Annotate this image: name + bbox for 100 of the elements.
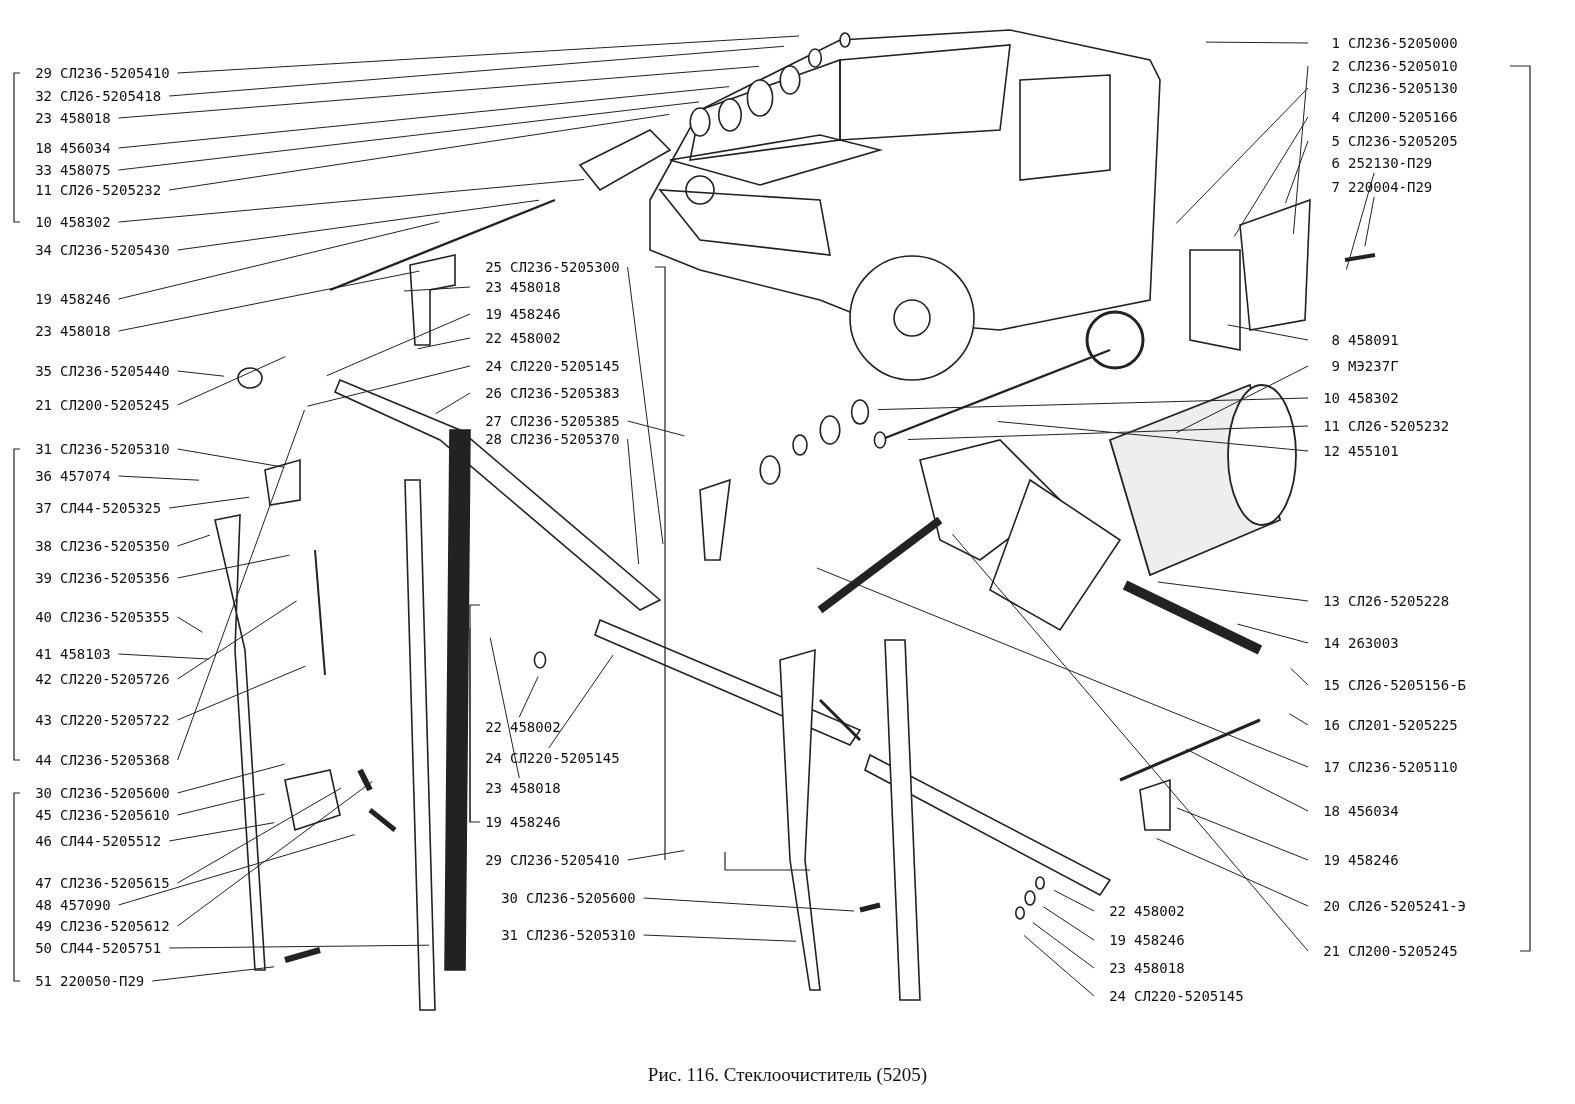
leader-line [417, 337, 471, 350]
callout-number: 31 [500, 926, 518, 944]
part-number: СЛ236-5205600 [526, 889, 636, 907]
part-number: 252130-П29 [1348, 154, 1433, 172]
part-number: 263003 [1348, 634, 1399, 652]
callout-number: 51 [34, 972, 52, 990]
part-number: 458246 [60, 290, 111, 308]
part-number: 458002 [1134, 902, 1185, 920]
part-number: СЛ236-5205430 [60, 241, 170, 259]
callout-number: 18 [1322, 802, 1340, 820]
callout-number: 31 [34, 440, 52, 458]
leader-line [177, 665, 306, 721]
callout-number: 22 [484, 718, 502, 736]
callout-number: 41 [34, 645, 52, 663]
callout-number: 37 [34, 499, 52, 517]
leader-line [1185, 748, 1309, 812]
callout-number: 29 [484, 851, 502, 869]
part-number: СЛ236-5205615 [60, 874, 170, 892]
leader-line [1285, 140, 1309, 204]
part-number: СЛ236-5205355 [60, 608, 170, 626]
callout-number: 18 [34, 139, 52, 157]
callout-number: 32 [34, 87, 52, 105]
part-number: СЛ236-5205110 [1348, 758, 1458, 776]
callout-number: 24 [484, 357, 502, 375]
part-number: 220050-П29 [60, 972, 145, 990]
callout-number: 46 [34, 832, 52, 850]
leader-line [177, 409, 305, 761]
callout-number: 45 [34, 806, 52, 824]
leader-line [907, 425, 1309, 440]
leader-line [177, 793, 265, 816]
callout-number: 26 [484, 384, 502, 402]
part-number: СЛ220-5205145 [510, 357, 620, 375]
callout-number: 19 [484, 813, 502, 831]
callout-number: 24 [1108, 987, 1126, 1005]
callout-number: 21 [1322, 942, 1340, 960]
part-number: СЛ236-5205440 [60, 362, 170, 380]
part-number: 457074 [60, 467, 111, 485]
part-number: 458075 [60, 161, 111, 179]
callout-number: 30 [34, 784, 52, 802]
leader-line [177, 199, 540, 251]
part-number: СЛ236-5205356 [60, 569, 170, 587]
leader-line [177, 763, 286, 794]
callout-number: 13 [1322, 592, 1340, 610]
part-number: 458002 [510, 329, 561, 347]
leader-line [1364, 196, 1375, 247]
callout-number: 40 [34, 608, 52, 626]
callout-number: 33 [34, 161, 52, 179]
callout-number: 24 [484, 749, 502, 767]
part-number: СЛ26-5205232 [60, 181, 162, 199]
part-number: СЛ200-5205245 [1348, 942, 1458, 960]
leader-line [997, 421, 1309, 452]
part-number: СЛ236-5205350 [60, 537, 170, 555]
part-number: СЛ236-5205610 [60, 806, 170, 824]
leader-line [548, 654, 614, 749]
leader-line [816, 567, 1309, 768]
leader-line [435, 392, 471, 415]
part-number: МЭ237Г [1348, 357, 1399, 375]
part-number: 458246 [1348, 851, 1399, 869]
part-number: СЛ236-5205612 [60, 917, 170, 935]
callout-number: 50 [34, 939, 52, 957]
part-number: СЛ44-5205512 [60, 832, 162, 850]
callout-number: 36 [34, 467, 52, 485]
callout-number: 23 [34, 109, 52, 127]
leader-line [627, 438, 640, 565]
callout-number: 19 [1322, 851, 1340, 869]
part-number: СЛ200-5205166 [1348, 108, 1458, 126]
part-number: СЛ44-5205751 [60, 939, 162, 957]
part-number: СЛ236-5205300 [510, 258, 620, 276]
part-number: СЛ236-5205310 [526, 926, 636, 944]
leader-line [168, 45, 785, 97]
part-number: СЛ236-5205205 [1348, 132, 1458, 150]
callout-number: 28 [484, 430, 502, 448]
figure-caption: Рис. 116. Стеклоочиститель (5205) [647, 1064, 928, 1085]
part-number: СЛ236-5205410 [510, 851, 620, 869]
callout-number: 29 [34, 64, 52, 82]
callout-number: 2 [1330, 57, 1340, 75]
leader-line [643, 934, 797, 942]
part-number: СЛ220-5205145 [1134, 987, 1244, 1005]
part-number: СЛ26-5205241-Э [1348, 897, 1466, 915]
part-number: СЛ236-5205370 [510, 430, 620, 448]
leader-line [627, 420, 685, 437]
callout-number: 42 [34, 670, 52, 688]
part-number: 458246 [510, 305, 561, 323]
part-number: СЛ200-5205245 [60, 396, 170, 414]
part-number: СЛ220-5205726 [60, 670, 170, 688]
leader-line [177, 781, 373, 927]
callout-number: 19 [484, 305, 502, 323]
callout-number: 49 [34, 917, 52, 935]
part-number: 458091 [1348, 331, 1399, 349]
callout-number: 9 [1330, 357, 1340, 375]
callout-number: 11 [34, 181, 52, 199]
part-number: СЛ44-5205325 [60, 499, 162, 517]
leader-line [118, 270, 420, 332]
callout-number: 23 [1108, 959, 1126, 977]
leader-line [168, 496, 250, 509]
callout-number: 39 [34, 569, 52, 587]
callout-number: 4 [1330, 108, 1340, 126]
leader-line [403, 286, 471, 292]
part-number: СЛ26-5205156-Б [1348, 676, 1466, 694]
part-number: СЛ236-5205600 [60, 784, 170, 802]
